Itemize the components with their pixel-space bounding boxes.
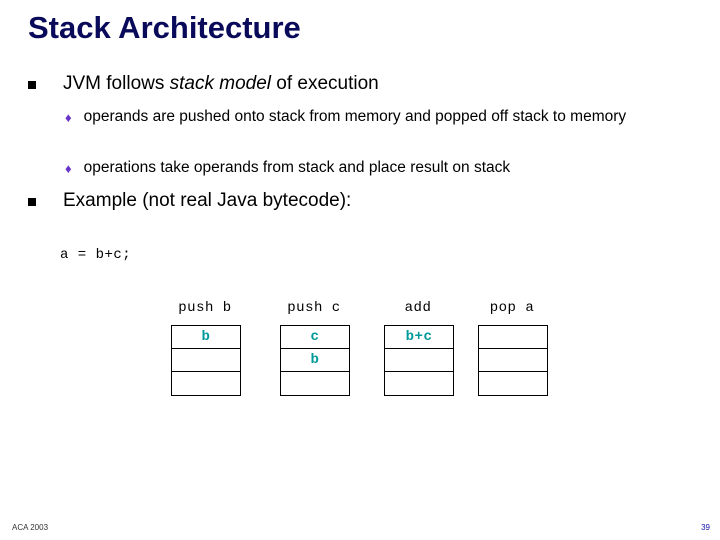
bullet-1-italic: stack model xyxy=(169,73,272,94)
sub-bullet-item-1-label: operands are pushed onto stack from memo… xyxy=(83,108,627,125)
stack-cell: b xyxy=(281,349,349,372)
page-title: Stack Architecture xyxy=(28,10,301,45)
stack-diagram-4 xyxy=(478,325,548,396)
stack-cell: b+c xyxy=(385,326,453,349)
square-bullet-icon xyxy=(28,198,36,206)
diamond-bullet-icon: ♦ xyxy=(65,110,72,125)
code-expression: a = b+c; xyxy=(60,247,132,263)
bullet-item-2-label: Example (not real Java bytecode): xyxy=(63,190,352,211)
slide-number: 39 xyxy=(701,523,710,532)
stack-cell: c xyxy=(281,326,349,349)
stack-label-2: push c xyxy=(287,300,341,316)
stack-label-3: add xyxy=(404,300,432,316)
stack-cell xyxy=(172,372,240,395)
sub-bullet-item-1: ♦ operands are pushed onto stack from me… xyxy=(65,107,655,127)
stack-cell xyxy=(479,326,547,349)
stack-cell xyxy=(385,349,453,372)
stack-label-4: pop a xyxy=(489,300,535,316)
sub-bullet-item-2: ♦ operations take operands from stack an… xyxy=(65,158,665,178)
stack-cell xyxy=(479,349,547,372)
bullet-1-pre: JVM follows xyxy=(63,73,170,94)
footer-source: ACA 2003 xyxy=(12,523,49,532)
diamond-bullet-icon: ♦ xyxy=(65,161,72,176)
bullet-item-1-label: JVM follows stack model of execution xyxy=(63,72,379,95)
stack-cell xyxy=(479,372,547,395)
stack-label-1: push b xyxy=(178,300,232,316)
stack-cell xyxy=(281,372,349,395)
bullet-item-1: JVM follows stack model of execution xyxy=(28,72,379,95)
stack-cell xyxy=(385,372,453,395)
stack-cell xyxy=(172,349,240,372)
stack-diagram-2: c b xyxy=(280,325,350,396)
square-bullet-icon xyxy=(28,81,36,89)
stack-diagram-3: b+c xyxy=(384,325,454,396)
bullet-1-post: of execution xyxy=(271,73,379,94)
stack-cell: b xyxy=(172,326,240,349)
sub-bullet-item-2-label: operations take operands from stack and … xyxy=(83,159,511,176)
bullet-item-2: Example (not real Java bytecode): xyxy=(28,189,351,212)
stack-diagram-1: b xyxy=(171,325,241,396)
